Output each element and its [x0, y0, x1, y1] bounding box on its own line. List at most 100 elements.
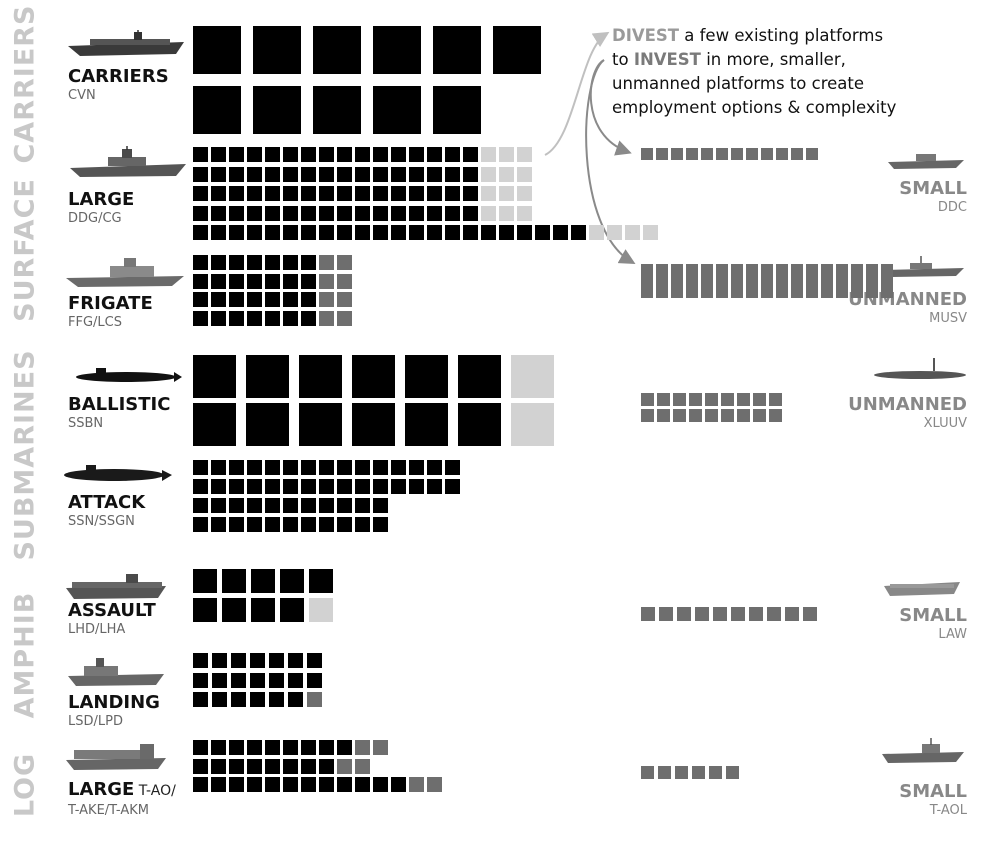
note-line-4: employment options & complexity [612, 98, 897, 117]
destroyer-square [337, 225, 352, 240]
ssn-square [301, 479, 316, 494]
ssbn-square [458, 403, 501, 446]
xluuv-square [705, 393, 718, 406]
destroyer-square [373, 205, 388, 221]
attack-submarine-icon [64, 465, 172, 481]
ssn-square [301, 498, 316, 513]
destroyer-square [301, 147, 316, 162]
ssn-square [193, 498, 208, 513]
platform-title: LANDING [68, 692, 160, 713]
ssn-square [355, 517, 370, 532]
ssbn-square [299, 355, 342, 398]
frigate-square [283, 255, 298, 270]
destroyer-square [517, 147, 532, 162]
ssn-square [391, 460, 406, 475]
musv-square [851, 275, 863, 287]
frigate-square [301, 273, 316, 289]
destroyer-square [607, 225, 622, 240]
frigate-square [229, 292, 244, 307]
ssn-square [193, 479, 208, 494]
ssn-square [211, 498, 226, 513]
assault-square [309, 569, 333, 593]
logistics-square [229, 758, 244, 774]
ssn-square [301, 517, 316, 532]
destroyer-square [301, 166, 316, 182]
small-combatant-icon [888, 154, 964, 169]
destroyer-square [247, 186, 262, 201]
destroyer-square [535, 225, 550, 240]
future-title: SMALL [899, 605, 967, 626]
unmanned-underwater-vehicle-icon [874, 358, 966, 379]
frigate-square [337, 292, 352, 307]
destroyer-square [517, 166, 532, 182]
t-aol-square [692, 766, 705, 779]
frigate-square [319, 292, 334, 307]
destroyer-square [499, 186, 514, 201]
platform-title: FRIGATE [68, 293, 153, 314]
destroyer-square [337, 205, 352, 221]
musv-square [836, 286, 848, 298]
frigate-square [193, 292, 208, 307]
ddc-square [746, 148, 758, 160]
landing-square [193, 653, 208, 668]
destroyer-square [283, 147, 298, 162]
platform-title: LARGE [68, 189, 135, 210]
carrier-square [373, 26, 421, 74]
frigate-square [193, 310, 208, 326]
landing-square [288, 692, 303, 707]
logistics-square [337, 740, 352, 755]
landing-square [250, 672, 265, 688]
destroyer-square [589, 225, 604, 240]
destroyer-square [211, 147, 226, 162]
destroyer-square [445, 166, 460, 182]
ssbn-square [352, 403, 395, 446]
musv-square [671, 286, 683, 298]
carrier-square [253, 26, 301, 74]
ssn-square [373, 517, 388, 532]
future-subtitle: XLUUV [923, 416, 967, 431]
destroyer-square [373, 147, 388, 162]
destroyer-square [409, 147, 424, 162]
destroyer-square [355, 225, 370, 240]
unmanned-surface-vessel-icon [886, 256, 964, 277]
xluuv-square [673, 393, 686, 406]
destroyer-square [265, 205, 280, 221]
law-square [659, 607, 673, 621]
musv-square [656, 286, 668, 298]
destroyer-square [445, 205, 460, 221]
law-square [749, 607, 763, 621]
destroyer-square [319, 147, 334, 162]
destroyer-square [247, 147, 262, 162]
musv-square [671, 264, 683, 276]
ssn-square [283, 517, 298, 532]
ssbn-square [352, 355, 395, 398]
law-square [677, 607, 691, 621]
landing-square [250, 692, 265, 707]
ssbn-square [246, 403, 289, 446]
law-square [695, 607, 709, 621]
musv-square [686, 286, 698, 298]
frigate-square [265, 255, 280, 270]
musv-square [716, 264, 728, 276]
landing-square [269, 672, 284, 688]
future-title: UNMANNED [848, 394, 967, 415]
frigate-icon [66, 258, 184, 287]
destroyer-square [463, 147, 478, 162]
destroyer-square [517, 205, 532, 221]
logistics-square [229, 740, 244, 755]
assault-square [222, 569, 246, 593]
law-square [803, 607, 817, 621]
divest-invest-note: DIVEST a few existing platforms to INVES… [612, 24, 982, 120]
destroyer-square [337, 166, 352, 182]
landing-square [269, 692, 284, 707]
replenishment-oiler-icon [66, 744, 166, 770]
future-subtitle: T-AOL [929, 803, 967, 818]
invest-arrow-unmanned [585, 59, 636, 264]
destroyer-square [481, 166, 496, 182]
destroyer-square [193, 225, 208, 240]
note-to-text: to [612, 50, 634, 69]
platform-title: LARGE T-AO/ [68, 779, 176, 802]
ssn-square [373, 460, 388, 475]
ssn-square [193, 460, 208, 475]
ssn-square [319, 498, 334, 513]
